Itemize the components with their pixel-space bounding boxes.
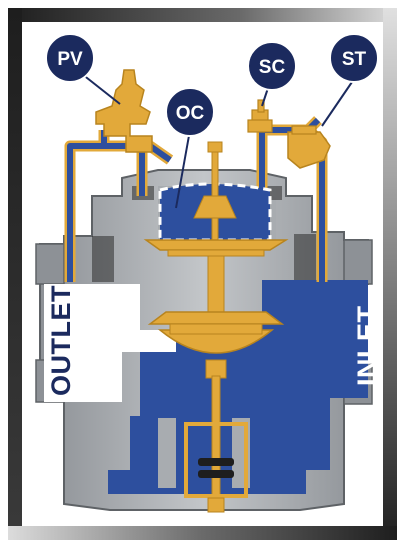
callout-pv: PV — [45, 33, 95, 83]
lower-stem — [184, 359, 248, 513]
strainer — [287, 125, 331, 169]
speed-control — [247, 99, 273, 133]
callout-sc: SC — [247, 41, 297, 91]
callout-oc-label: OC — [176, 103, 205, 124]
operating-chamber — [158, 141, 272, 245]
outlet-label: OUTLET — [46, 285, 76, 396]
outlet-label-group: OUTLET — [46, 285, 76, 396]
inlet-label-group: INLET — [352, 305, 382, 386]
callout-pv-label: PV — [57, 49, 83, 70]
callout-oc: OC — [165, 87, 215, 137]
pilot-valve — [95, 69, 153, 153]
callout-st: ST — [329, 33, 379, 83]
callout-sc-label: SC — [259, 57, 286, 78]
inlet-label: INLET — [352, 305, 382, 386]
callout-st-label: ST — [342, 49, 367, 70]
diaphragm-assembly — [143, 239, 289, 354]
